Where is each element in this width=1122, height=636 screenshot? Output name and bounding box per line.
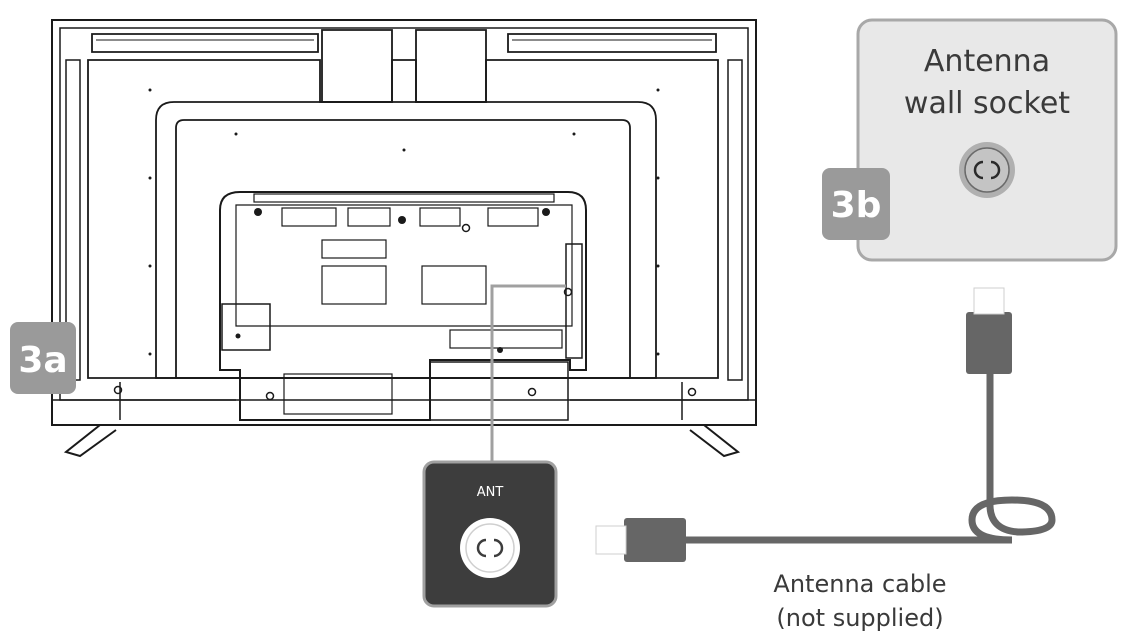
tv-vent-grilles (253, 193, 563, 415)
cable-upper-connector (966, 312, 1012, 374)
tv-rear-illustration (51, 19, 757, 458)
step-badge-3b-label: 3b (831, 185, 882, 226)
wall-socket-callout: Antenna wall socket (856, 18, 1118, 262)
tv-left-foot (63, 424, 117, 458)
step-badge-3a: 3a (10, 322, 76, 394)
tv-right-foot (689, 424, 741, 458)
port-leader-line (490, 284, 566, 462)
tv-side-rails (65, 59, 743, 381)
tv-info-label (421, 265, 487, 305)
wall-socket-title-line1: Antenna (924, 44, 1050, 79)
tv-power-terminal (221, 303, 271, 351)
cable-caption-line2: (not supplied) (776, 604, 943, 632)
tv-electronics-housing (219, 191, 587, 421)
tv-top-vents (91, 29, 717, 103)
coax-port-icon (460, 518, 520, 578)
tv-inner-frame (59, 27, 749, 401)
tv-mid-step (155, 101, 657, 379)
cable-lower-tip (595, 525, 627, 555)
antenna-cable (595, 287, 1056, 562)
tv-rating-label (321, 265, 387, 305)
tv-side-io-module (565, 243, 583, 359)
coax-socket-icon (959, 142, 1015, 198)
cable-upper-tip (973, 287, 1005, 315)
cable-line (680, 366, 1056, 544)
ant-port-callout: ANT (422, 460, 558, 608)
wall-socket-panel (856, 18, 1118, 262)
tv-inner-step (175, 119, 631, 379)
cable-caption-line1: Antenna cable (773, 570, 946, 598)
tv-warning-sticker (321, 239, 387, 259)
cable-lower-connector (624, 518, 686, 562)
tv-outer-frame (51, 19, 757, 426)
tv-bottom-housing (429, 361, 569, 421)
wall-socket-title-line2: wall socket (904, 86, 1070, 121)
tv-screw-holes (113, 223, 697, 401)
step-badge-3a-label: 3a (18, 340, 67, 381)
step-badge-3b: 3b (822, 168, 890, 240)
ant-port-label: ANT (477, 485, 504, 500)
